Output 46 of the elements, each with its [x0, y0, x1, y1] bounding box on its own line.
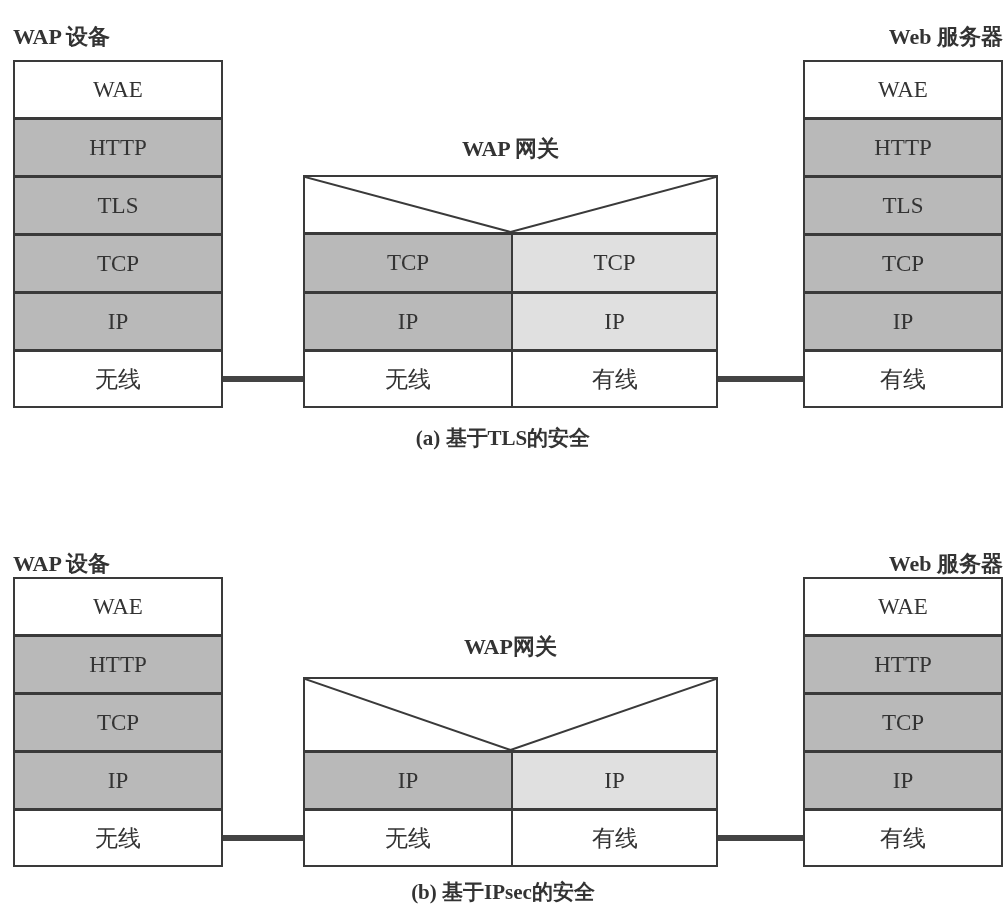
protocol-layer: 有线 [803, 350, 1003, 408]
device-heading: WAP 设备 [13, 550, 112, 578]
protocol-layer: HTTP [803, 118, 1003, 177]
protocol-layer: 无线 [13, 809, 223, 867]
protocol-layer: TCP [803, 693, 1003, 752]
protocol-layer: WAE [803, 577, 1003, 636]
protocol-layer: IP [303, 292, 513, 351]
protocol-layer: TCP [511, 233, 718, 293]
device-heading: WAP 网关 [460, 135, 561, 163]
protocol-layer: IP [13, 751, 223, 810]
protocol-layer: IP [13, 292, 223, 351]
device-heading: WAP 设备 [13, 23, 112, 51]
figure-caption: (a) 基于TLS的安全 [414, 425, 592, 452]
protocol-layer: TCP [13, 693, 223, 752]
protocol-layer: 有线 [803, 809, 1003, 867]
link-line [718, 835, 803, 841]
protocol-layer: TCP [13, 234, 223, 293]
protocol-layer: IP [511, 292, 718, 351]
protocol-layer: IP [303, 751, 513, 810]
protocol-layer: WAE [13, 577, 223, 636]
protocol-layer: 无线 [303, 350, 513, 408]
protocol-layer: 无线 [13, 350, 223, 408]
protocol-layer: 无线 [303, 809, 513, 867]
protocol-layer: 有线 [511, 809, 718, 867]
protocol-layer: IP [803, 751, 1003, 810]
protocol-layer: HTTP [803, 635, 1003, 694]
protocol-layer: IP [511, 751, 718, 810]
link-line [223, 376, 303, 382]
protocol-layer: TLS [803, 176, 1003, 235]
protocol-layer: WAE [803, 60, 1003, 119]
protocol-layer: IP [803, 292, 1003, 351]
figure-caption: (b) 基于IPsec的安全 [410, 879, 596, 906]
wedge-box [303, 677, 718, 752]
device-heading: Web 服务器 [887, 23, 1003, 51]
link-line [718, 376, 803, 382]
protocol-layer: TLS [13, 176, 223, 235]
device-heading: WAP网关 [463, 633, 558, 661]
protocol-layer: TCP [303, 233, 513, 293]
protocol-layer: 有线 [511, 350, 718, 408]
wedge-box [303, 175, 718, 234]
protocol-layer: HTTP [13, 635, 223, 694]
protocol-layer: TCP [803, 234, 1003, 293]
device-heading: Web 服务器 [887, 550, 1003, 578]
protocol-layer: WAE [13, 60, 223, 119]
link-line [223, 835, 303, 841]
protocol-layer: HTTP [13, 118, 223, 177]
